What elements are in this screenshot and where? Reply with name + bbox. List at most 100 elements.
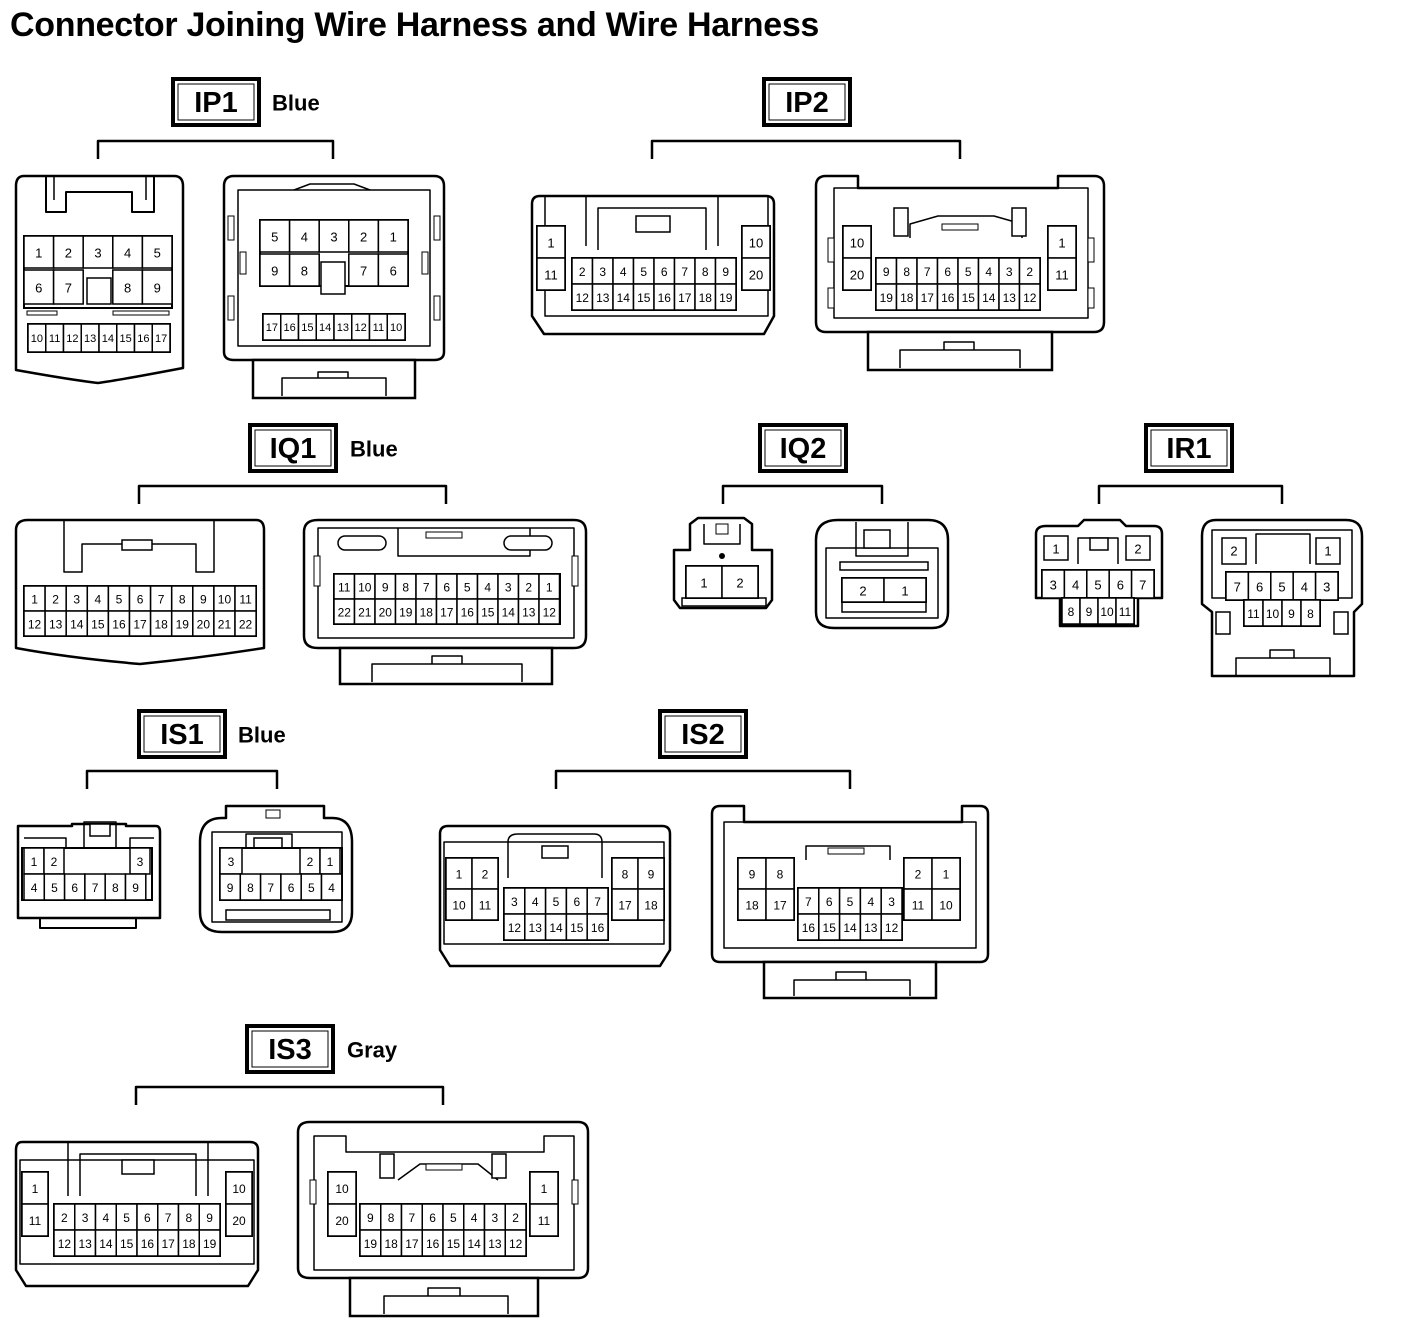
- pin-number: 9: [883, 265, 890, 279]
- shell-outline: [793, 971, 911, 996]
- pin-cell: [883, 577, 927, 603]
- pin-number: 15: [570, 921, 584, 935]
- shell-outline: [805, 845, 891, 860]
- pin-cell: [721, 565, 759, 599]
- pin-number: 6: [1256, 580, 1263, 595]
- pin-number: 14: [843, 921, 857, 935]
- pin-cell: [318, 219, 350, 253]
- pin-number: 18: [384, 1237, 398, 1251]
- pin-number: 2: [52, 593, 59, 607]
- pin-cell: [637, 857, 665, 890]
- pin-number: 12: [66, 333, 78, 345]
- shell-outline: [14, 518, 266, 666]
- pin-number: 8: [124, 281, 131, 296]
- rib: [421, 251, 429, 275]
- latch-slot: [112, 310, 170, 316]
- pin-cell: [685, 565, 723, 599]
- connector-header-ir1: IR1: [1097, 423, 1284, 504]
- pin-number: 3: [82, 1211, 89, 1225]
- shell-outline: [710, 804, 990, 964]
- rim: [681, 597, 767, 607]
- pin-number: 15: [120, 333, 132, 345]
- pin-number: 12: [509, 1237, 523, 1251]
- shell-outline: [198, 804, 354, 934]
- pin-number: 15: [823, 921, 837, 935]
- latch: [121, 1159, 155, 1175]
- pin-number: 1: [700, 576, 707, 591]
- pin-number: 15: [301, 322, 313, 334]
- pin-number: 11: [239, 593, 252, 607]
- pin-number: 11: [49, 333, 60, 345]
- pin-number: 13: [529, 921, 543, 935]
- shell-outline: [723, 821, 977, 949]
- pin-number: 17: [405, 1237, 419, 1251]
- pin-number: 6: [137, 593, 144, 607]
- pin-cell: [151, 323, 171, 353]
- rib: [1011, 207, 1027, 237]
- latch-slot: [425, 1163, 463, 1171]
- pin-cell: [23, 269, 55, 305]
- pin-number: 10: [358, 581, 372, 595]
- pin-number: 3: [1323, 580, 1330, 595]
- pin-number: 13: [596, 291, 610, 305]
- pin-number: 13: [864, 921, 878, 935]
- pin-number: 15: [637, 291, 651, 305]
- shell-outline: [507, 833, 603, 878]
- pin-cell: [445, 857, 473, 890]
- pin-number: 18: [182, 1237, 196, 1251]
- pin-cell: [931, 857, 961, 890]
- connector-header-is2: IS2: [554, 709, 852, 789]
- pin-number: 5: [271, 230, 278, 245]
- connector-code: IP1: [194, 87, 238, 119]
- latch: [635, 215, 671, 233]
- pin-number: 6: [443, 581, 450, 595]
- shell-outline: [371, 655, 523, 682]
- pin-number: 5: [640, 265, 647, 279]
- shell-outline: [1211, 529, 1353, 599]
- pin-number: 19: [203, 1237, 217, 1251]
- pin-number: 5: [116, 593, 123, 607]
- latch-slot: [827, 847, 865, 855]
- pin-cell: [234, 610, 257, 637]
- rib: [433, 295, 441, 321]
- pin-number: 5: [450, 1211, 457, 1225]
- pin-number: 14: [70, 618, 84, 632]
- pin-number: 1: [1324, 544, 1331, 559]
- pin-number: 20: [197, 618, 211, 632]
- rib: [1087, 287, 1095, 309]
- pin-cell: [765, 888, 795, 921]
- shell-outline: [16, 822, 162, 920]
- rib: [1215, 611, 1231, 635]
- pin-number: 9: [1086, 605, 1093, 619]
- pin-number: 2: [1134, 542, 1141, 557]
- pin-cell: [841, 577, 885, 603]
- pin-number: 6: [573, 895, 580, 909]
- rib: [239, 251, 247, 275]
- pin-number: 4: [328, 881, 335, 895]
- pin-number: 3: [94, 246, 101, 261]
- pin-number: 12: [355, 322, 367, 334]
- pin-number: 16: [284, 322, 296, 334]
- shell-outline: [53, 176, 147, 200]
- rib: [571, 555, 579, 587]
- pin-number: 4: [484, 581, 491, 595]
- shell-outline: [317, 527, 575, 639]
- pin-number: 1: [32, 1182, 39, 1196]
- pin-number: 17: [678, 291, 692, 305]
- shell-outline: [814, 174, 1106, 334]
- pin-cell: [931, 888, 961, 921]
- rib: [313, 555, 321, 587]
- connector-code: IP2: [785, 87, 829, 119]
- pin-number: 3: [137, 855, 144, 869]
- pin-number: 9: [132, 881, 139, 895]
- pin-number: 17: [155, 333, 167, 345]
- pin-cell: [288, 253, 320, 287]
- pin-cell: [1043, 535, 1069, 561]
- shell-outline: [83, 821, 117, 848]
- pin-number: 2: [61, 1211, 68, 1225]
- pin-number: 1: [31, 593, 38, 607]
